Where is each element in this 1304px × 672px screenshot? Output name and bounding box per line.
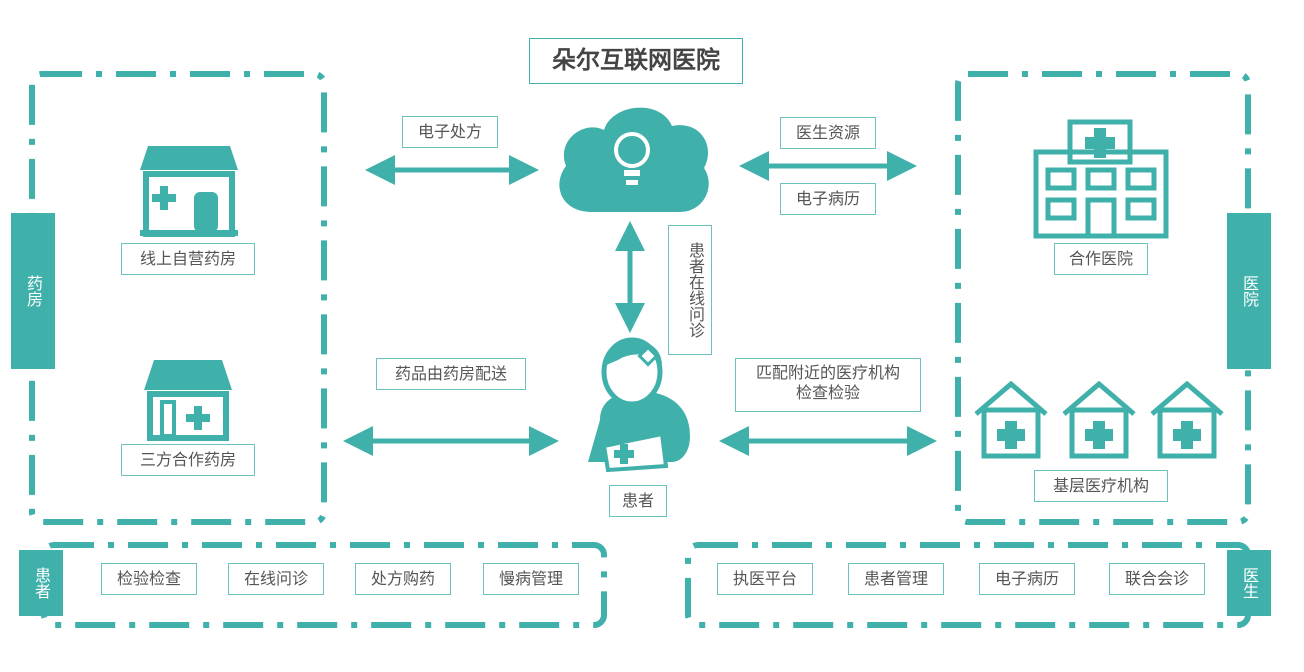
- partner-hospital-label: 合作医院: [1054, 243, 1148, 275]
- doctor-tab: 医生: [1227, 550, 1271, 616]
- partner-pharmacy-label: 三方合作药房: [121, 444, 255, 476]
- partner-pharmacy-icon: [144, 360, 232, 441]
- pharmacy-frame: [29, 71, 327, 525]
- hospital-building-icon: [1033, 119, 1169, 239]
- doctor-service-item: 电子病历: [979, 563, 1075, 595]
- medical-record-label: 电子病历: [780, 183, 876, 215]
- match-line-2: 检查检验: [795, 383, 860, 402]
- doctor-resources-label: 医生资源: [780, 117, 876, 149]
- cloud-lightbulb-icon: [559, 107, 709, 212]
- doctor-service-item: 执医平台: [717, 563, 813, 595]
- page-title: 朵尔互联网医院: [529, 38, 743, 84]
- primary-care-label: 基层医疗机构: [1034, 470, 1168, 502]
- self-pharmacy-label: 线上自营药房: [121, 243, 255, 275]
- match-facility-label: 匹配附近的医疗机构 检查检验: [735, 358, 921, 412]
- delivery-label: 药品由药房配送: [376, 358, 526, 390]
- patient-service-item: 在线问诊: [228, 563, 324, 595]
- patient-label: 患者: [609, 485, 667, 517]
- consultation-label: 患者在线问诊: [668, 225, 712, 355]
- patient-service-item: 检验检查: [101, 563, 197, 595]
- match-line-1: 匹配附近的医疗机构: [755, 363, 900, 382]
- store-icon: [140, 146, 238, 237]
- pharmacy-tab: 药房: [11, 213, 55, 369]
- patient-service-item: 慢病管理: [483, 563, 579, 595]
- hospital-tab: 医院: [1227, 213, 1271, 369]
- patient-tab: 患者: [19, 550, 63, 616]
- patient-service-item: 处方购药: [355, 563, 451, 595]
- clinic-houses-icon: [974, 380, 1224, 459]
- prescription-label: 电子处方: [402, 116, 498, 148]
- doctor-service-item: 联合会诊: [1109, 563, 1205, 595]
- doctor-service-item: 患者管理: [848, 563, 944, 595]
- patient-icon: [588, 337, 690, 473]
- doctor-services-frame: [685, 542, 1251, 628]
